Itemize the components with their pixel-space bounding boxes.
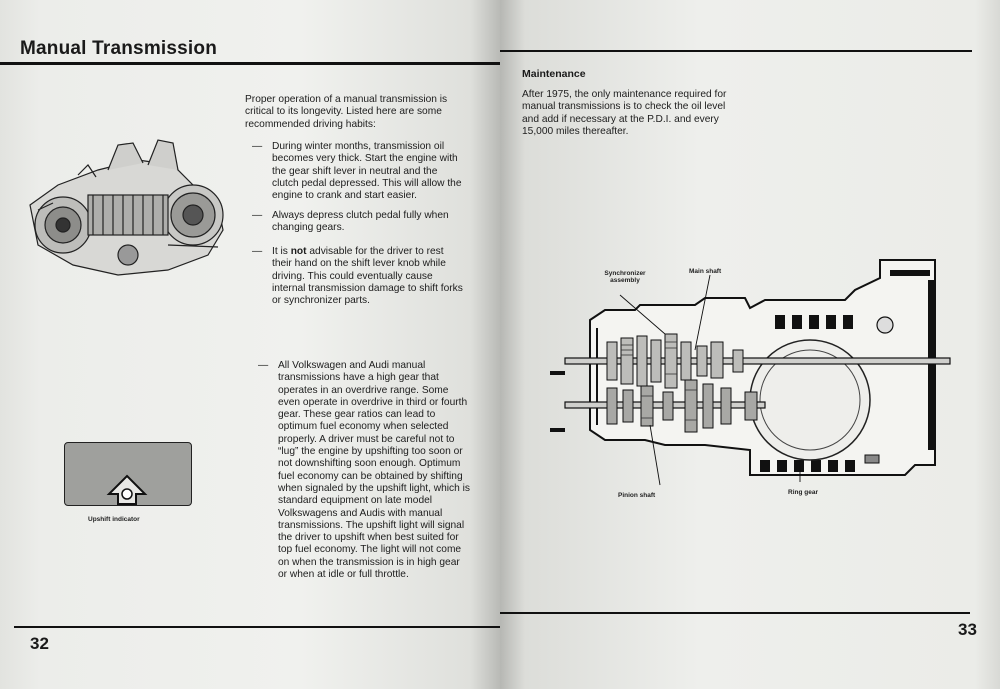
bullet-text: Always depress clutch pedal fully when c… (272, 210, 449, 234)
bullet-clutch: — Always depress clutch pedal fully when… (252, 210, 464, 235)
transmission-cutaway-diagram (550, 259, 951, 486)
label-ring-gear: Ring gear (788, 489, 818, 496)
label-synchronizer-assembly: Synchronizer assembly (604, 270, 646, 284)
left-page: Manual Transmission Proper operation of … (0, 0, 500, 689)
header-rule (500, 50, 972, 52)
transmission-illustration (29, 139, 224, 276)
maintenance-paragraph: After 1975, the only maintenance require… (522, 89, 727, 137)
header-rule (0, 62, 500, 65)
bullet-text-bold: not (290, 246, 307, 257)
bullet-text: It is not advisable for the driver to re… (272, 246, 464, 307)
bullet-overdrive: — All Volkswagen and Audi manual transmi… (258, 360, 470, 581)
footer-rule (14, 626, 500, 628)
footer-rule (500, 612, 970, 614)
bullet-text: During winter months, transmission oil b… (272, 141, 462, 202)
intro-paragraph: Proper operation of a manual transmissio… (245, 94, 448, 130)
bullet-dash: — (252, 210, 263, 221)
page-number: 32 (30, 634, 49, 653)
right-page: Maintenance After 1975, the only mainten… (500, 0, 1000, 689)
bullet-text-end: advisable for the driver to rest their h… (272, 246, 463, 307)
label-main-shaft: Main shaft (689, 268, 722, 275)
bullet-text-start: It is (272, 246, 291, 257)
section-title: Maintenance (522, 68, 586, 80)
bullet-shift-lever: — It is not advisable for the driver to … (252, 246, 464, 307)
page-number: 33 (958, 620, 977, 639)
bullet-dash: — (252, 246, 263, 257)
label-pinion-shaft: Pinion shaft (618, 492, 656, 499)
upshift-indicator-caption: Upshift indicator (88, 516, 140, 523)
bullet-dash: — (258, 360, 269, 371)
bullet-dash: — (252, 141, 263, 152)
page-title: Manual Transmission (20, 38, 218, 59)
bullet-text: All Volkswagen and Audi manual transmiss… (278, 360, 470, 581)
bullet-winter: — During winter months, transmission oil… (252, 141, 464, 202)
upshift-arrow-icon (106, 474, 148, 505)
